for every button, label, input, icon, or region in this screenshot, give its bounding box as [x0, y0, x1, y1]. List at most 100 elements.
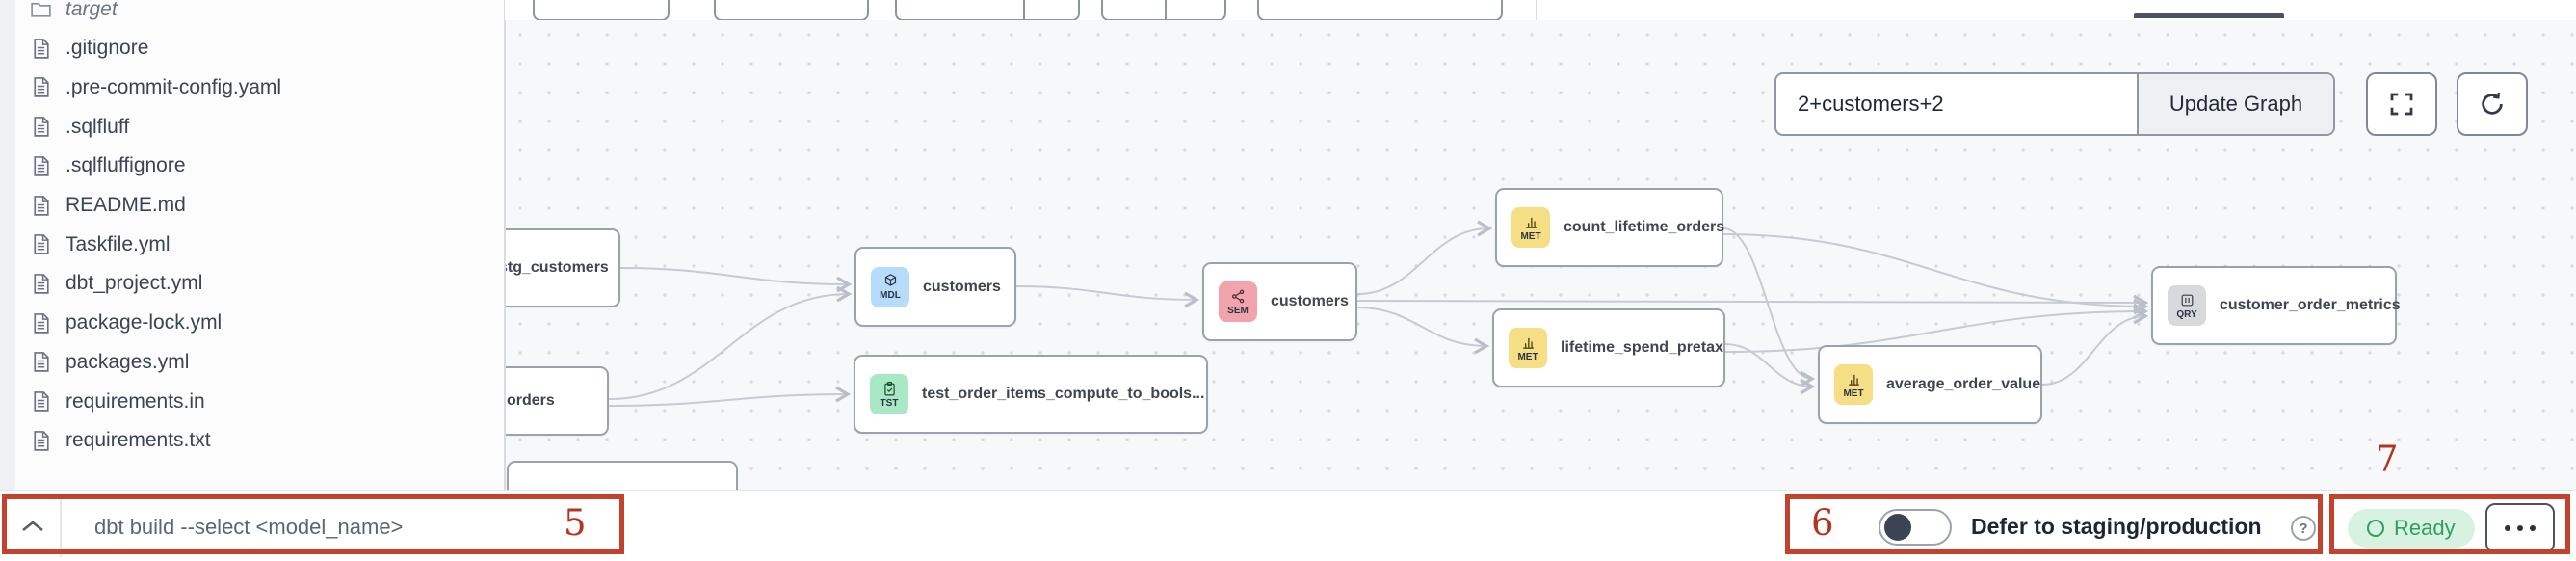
update-graph-button[interactable]: Update Graph: [2137, 74, 2333, 134]
file-icon: [34, 234, 49, 254]
refresh-icon: [2482, 92, 2503, 115]
dot: [2505, 525, 2510, 531]
file-icon: [34, 195, 49, 216]
tst-node-icon: TST: [870, 374, 908, 414]
cut-off-button[interactable]: [533, 0, 670, 21]
file-icon: [34, 155, 49, 176]
file-item-requirements.txt[interactable]: requirements.txt: [15, 421, 491, 461]
metric-bar-chart-icon: [1525, 217, 1537, 228]
file-item-.sqlfluffignore[interactable]: .sqlfluffignore: [15, 147, 491, 186]
active-tab-underline: [2134, 13, 2284, 18]
file-icon: [34, 117, 49, 137]
file-item-target[interactable]: target: [15, 0, 491, 29]
help-icon[interactable]: ?: [2291, 516, 2316, 541]
chevron-up-icon: [22, 521, 43, 532]
status-circle-icon: [2367, 520, 2384, 537]
command-bar: Defer to staging/production ? Ready: [0, 490, 2576, 561]
file-item-Taskfile.yml[interactable]: Taskfile.yml: [15, 225, 491, 264]
graph-node-cutoff[interactable]: [507, 461, 738, 490]
file-icon: [34, 352, 49, 373]
mdl-node-icon: MDL: [871, 266, 909, 307]
more-options-button[interactable]: [2485, 503, 2555, 553]
sem-node-icon: SEM: [1219, 281, 1257, 322]
fullscreen-button[interactable]: [2366, 72, 2437, 136]
file-item-.gitignore[interactable]: .gitignore: [15, 29, 491, 68]
command-bar-divider: [60, 495, 62, 557]
panel-divider: [1536, 0, 1537, 20]
file-item-dbt_project.yml[interactable]: dbt_project.yml: [15, 264, 491, 304]
node-label: orders: [507, 392, 555, 409]
met-node-icon: MET: [1834, 364, 1873, 405]
dot: [2530, 525, 2536, 531]
graph-selector-input[interactable]: [1776, 74, 2137, 134]
file-name: Taskfile.yml: [66, 232, 171, 255]
file-name: requirements.in: [66, 389, 205, 413]
button-divider: [1023, 0, 1025, 19]
cut-off-button[interactable]: [1257, 0, 1503, 21]
graph-node-orders[interactable]: MDLorders: [506, 366, 609, 436]
file-item-requirements.in[interactable]: requirements.in: [15, 382, 491, 421]
top-toolbar: [505, 0, 2576, 21]
file-name: .gitignore: [66, 37, 149, 60]
file-item-package-lock.yml[interactable]: package-lock.yml: [15, 304, 491, 343]
qry-node-icon: QRY: [2168, 285, 2206, 326]
file-name: README.md: [66, 194, 186, 216]
defer-toggle[interactable]: [1879, 509, 1952, 546]
folder-icon: [31, 2, 51, 17]
file-name: target: [66, 0, 118, 20]
node-label: stg_customers: [505, 259, 609, 276]
refresh-button[interactable]: [2457, 72, 2528, 136]
cut-off-button[interactable]: [895, 0, 1080, 21]
file-name: packages.yml: [66, 350, 190, 373]
file-icon: [34, 312, 49, 334]
node-label: customers: [1271, 293, 1349, 309]
file-name: .sqlfluff: [66, 115, 130, 138]
file-icon: [34, 391, 49, 412]
expand-command-bar-button[interactable]: [13, 509, 52, 544]
file-icon: [34, 77, 49, 98]
graph-node-customer_order_metrics[interactable]: QRY customer_order_metrics: [2151, 266, 2401, 345]
file-name: dbt_project.yml: [66, 272, 203, 295]
file-item-README.md[interactable]: README.md: [15, 186, 491, 226]
metric-bar-chart-icon: [1522, 337, 1534, 349]
status-label: Ready: [2394, 516, 2456, 540]
status-badge[interactable]: Ready: [2348, 509, 2475, 548]
graph-node-customers[interactable]: SEM customers: [1202, 262, 1357, 341]
file-item-.sqlfluff[interactable]: .sqlfluff: [15, 107, 491, 147]
cut-off-button[interactable]: [714, 0, 869, 21]
command-input[interactable]: [83, 500, 1541, 554]
saved-query-icon: [2181, 294, 2193, 306]
node-label: lifetime_spend_pretax: [1561, 339, 1723, 356]
graph-node-lifetime_spend_pretax[interactable]: MET lifetime_spend_pretax: [1492, 308, 1725, 387]
toggle-knob: [1884, 514, 1911, 541]
file-item-.pre-commit-config.yaml[interactable]: .pre-commit-config.yaml: [15, 67, 491, 107]
metric-bar-chart-icon: [1848, 374, 1859, 386]
cut-off-button[interactable]: [1101, 0, 1226, 21]
file-icon: [34, 430, 49, 451]
lineage-canvas[interactable]: MDLstg_customersMDLorders MDL customersTST…: [505, 20, 2576, 490]
graph-node-count_lifetime_orders[interactable]: MET count_lifetime_orders: [1495, 188, 1725, 267]
defer-label: Defer to staging/production: [1971, 514, 2262, 539]
fullscreen-icon: [2390, 93, 2413, 116]
dot: [2517, 525, 2523, 531]
file-icon: [34, 38, 49, 59]
test-clipboard-icon: [883, 381, 895, 395]
file-item-packages.yml[interactable]: packages.yml: [15, 342, 491, 382]
node-label: customer_order_metrics: [2220, 297, 2401, 313]
file-name: .sqlfluffignore: [66, 154, 186, 177]
file-name: .pre-commit-config.yaml: [66, 75, 282, 98]
sidebar-gutter: [0, 0, 15, 490]
graph-node-customers[interactable]: MDL customers: [854, 247, 1016, 327]
model-cube-icon: [884, 274, 896, 286]
node-label: count_lifetime_orders: [1564, 219, 1725, 235]
node-label: customers: [923, 278, 1001, 295]
button-divider: [1165, 0, 1167, 19]
graph-node-stg_customers[interactable]: MDLstg_customers: [505, 228, 620, 307]
file-icon: [34, 273, 49, 294]
file-name: package-lock.yml: [66, 311, 223, 334]
met-node-icon: MET: [1509, 328, 1547, 368]
met-node-icon: MET: [1511, 207, 1550, 248]
